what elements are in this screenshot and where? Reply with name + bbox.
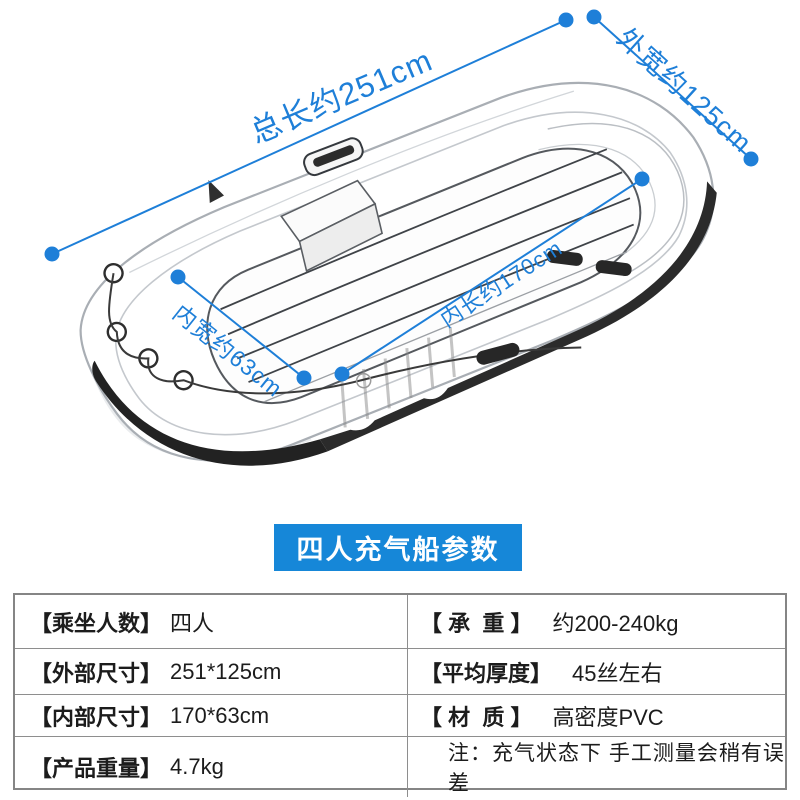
params-banner: 四人充气船参数 [274,524,522,571]
dimension-endpoint-dots [44,9,759,386]
spec-label: 【 材 质 】 [420,704,533,730]
spec-value: 4.7kg [170,754,224,779]
spec-cell-outer-size: 【外部尺寸】 251*125cm [15,648,407,694]
underside-hatching [340,327,456,428]
spec-cell-seating: 【乘坐人数】 四人 [15,595,407,648]
tube-highlight-line [129,90,575,274]
dimension-line-inner-width [177,276,305,379]
bow-cleat [208,180,225,204]
seat-thwart [280,179,384,273]
measurement-note: 注：充气状态下 手工测量会稍有误差 [448,742,785,795]
dimension-line-outer-width [593,16,752,160]
floor-tube-lines [220,148,634,383]
stern-arc-inner [538,143,656,267]
stern-arc-outer [547,122,685,277]
spec-value: 45丝左右 [572,660,663,686]
dimension-lines [51,16,752,379]
hull-shadow-left [92,360,328,466]
dimension-line-total-length [51,19,567,255]
dimension-line-inner-length [341,178,643,375]
spec-cell-note: 注：充气状态下 手工测量会稍有误差 [407,736,785,797]
spec-value: 170*63cm [170,702,270,728]
spec-value: 251*125cm [170,658,282,684]
spec-label: 【平均厚度】 [420,660,553,686]
spec-label: 【乘坐人数】 [30,610,163,636]
spec-value: 高密度PVC [552,704,664,730]
spec-cell-thickness: 【平均厚度】 45丝左右 [407,648,785,694]
params-banner-title: 四人充气船参数 [296,535,500,565]
oarlock-handle-1 [546,249,583,266]
spec-cell-inner-size: 【内部尺寸】 170*63cm [15,694,407,736]
rope-ring [355,372,372,389]
cockpit-rim [206,147,642,405]
spec-label: 【内部尺寸】 [30,704,163,730]
spec-cell-weight: 【产品重量】 4.7kg [15,736,407,797]
top-carry-handle [303,137,364,177]
boat-sketch-group [79,81,717,466]
spec-label: 【 承 重 】 [420,610,533,636]
spec-table: 【乘坐人数】 四人 【 承 重 】 约200-240kg 【外部尺寸】 251*… [13,593,787,797]
oarlock-handle-2 [595,260,632,277]
spec-cell-material: 【 材 质 】 高密度PVC [407,694,785,736]
spec-value: 四人 [170,610,215,636]
side-handle [476,342,520,365]
floor-bottom-line [264,251,628,403]
boat-inner-tube-line [114,111,688,436]
bow-rope [108,273,582,395]
spec-cell-load: 【 承 重 】 约200-240kg [407,595,785,648]
spec-label: 【外部尺寸】 [30,660,163,686]
spec-label: 【产品重量】 [30,756,163,781]
spec-value: 约200-240kg [552,610,679,636]
boat-line-drawing [44,9,759,466]
